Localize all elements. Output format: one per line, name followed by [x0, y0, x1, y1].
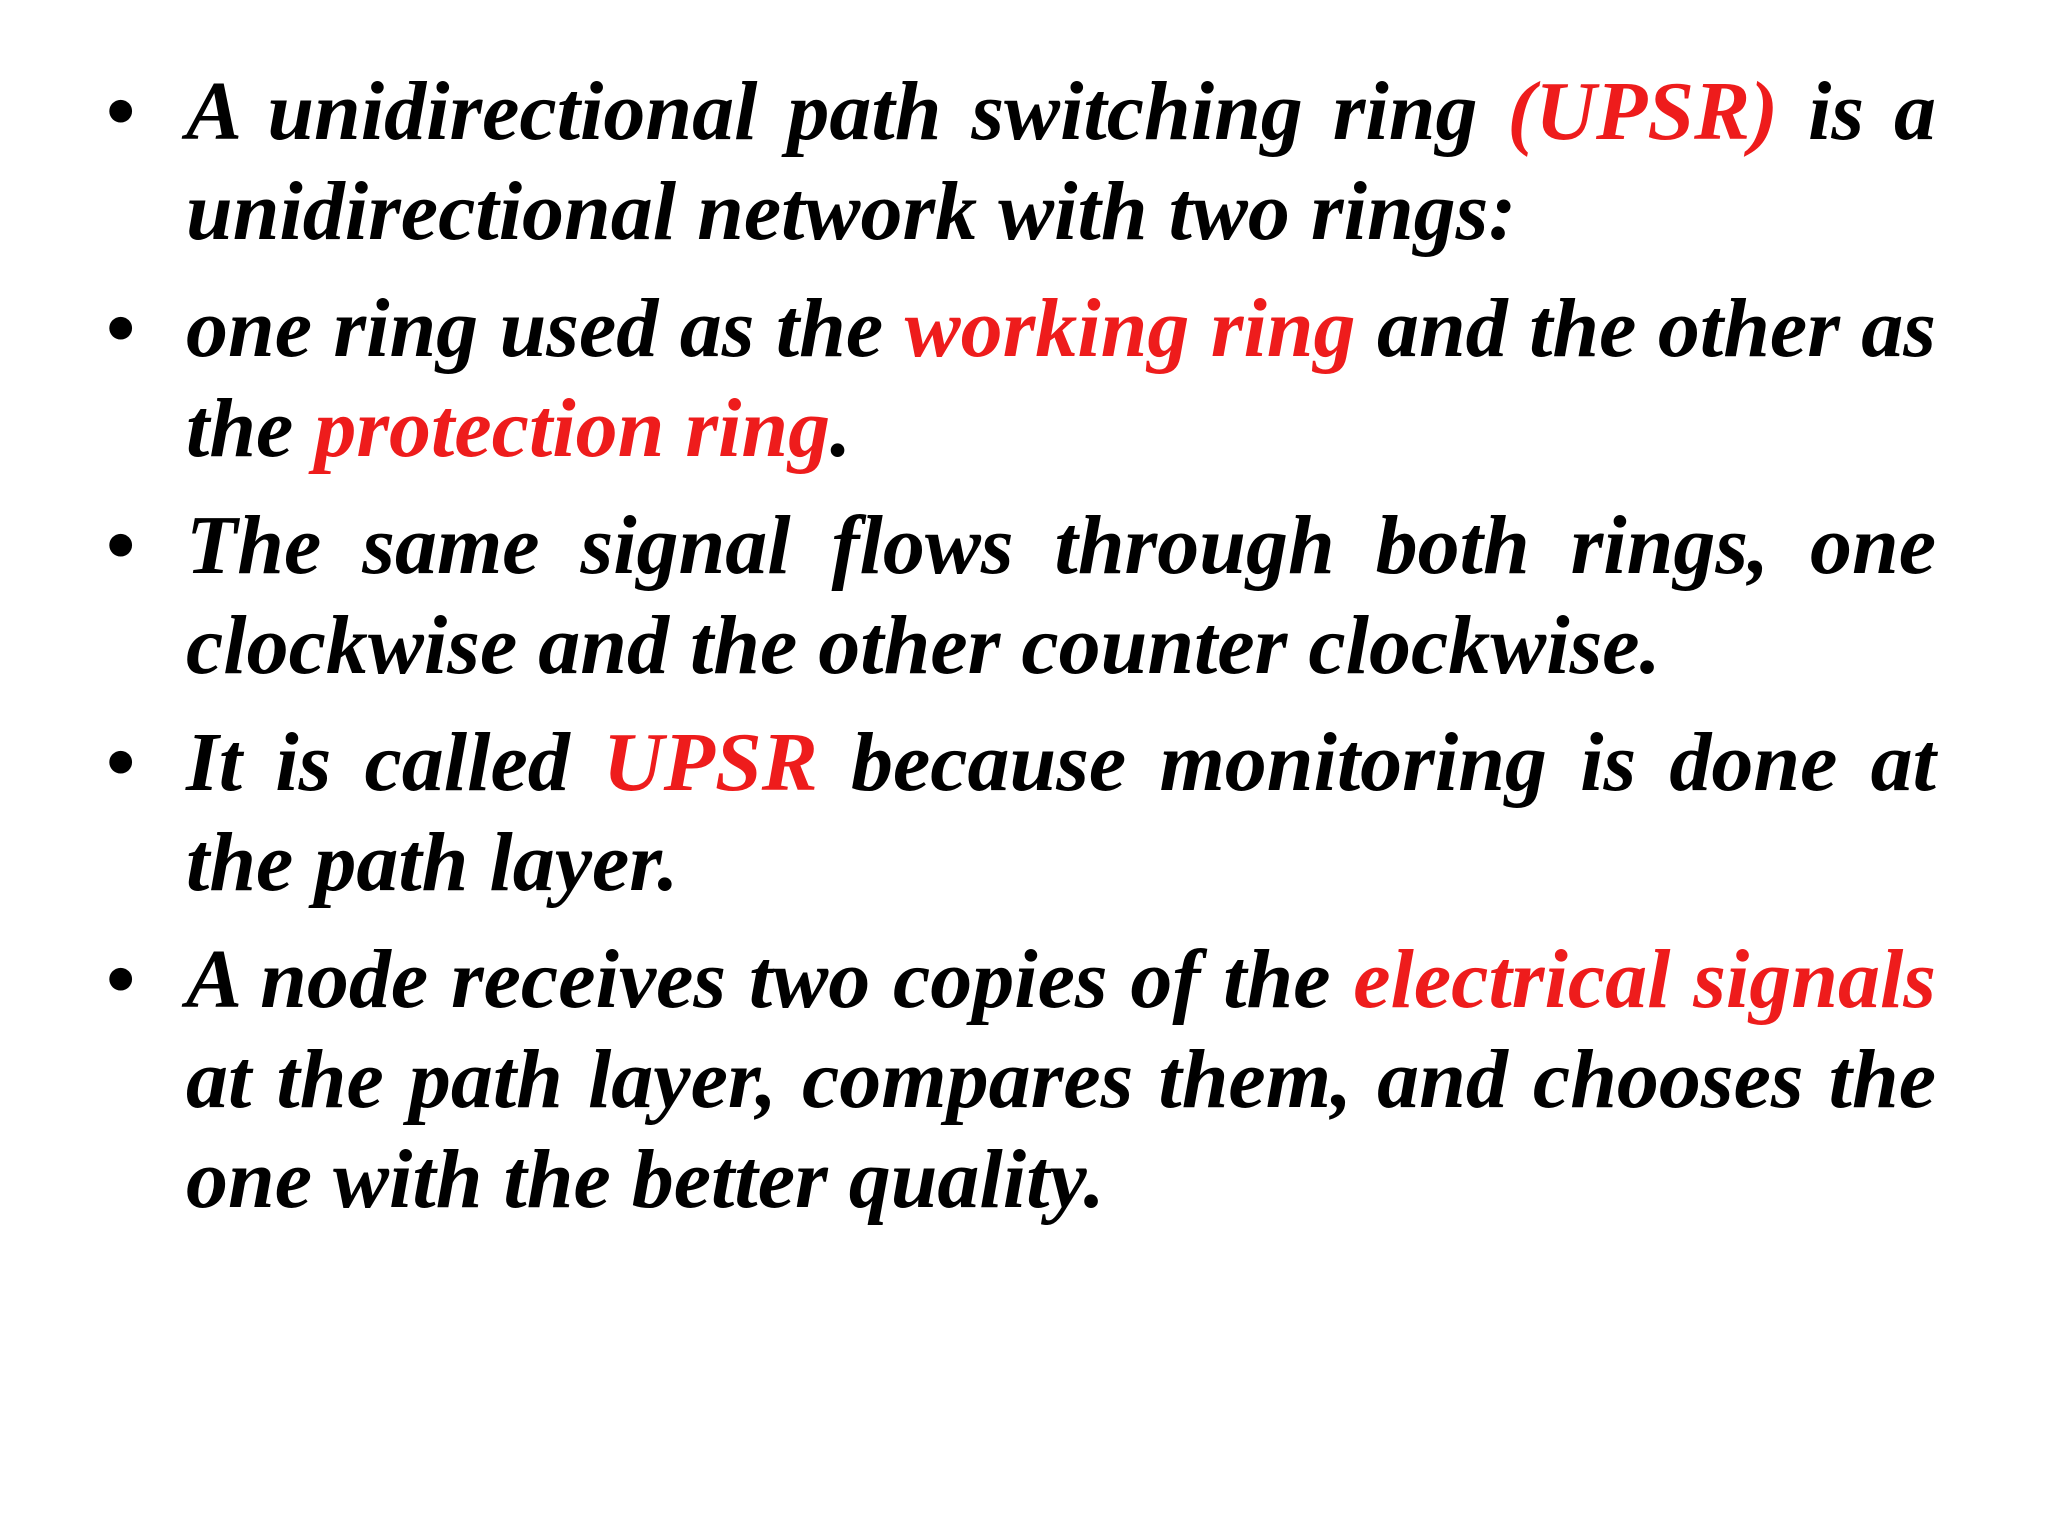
highlighted-term: protection ring: [314, 382, 831, 475]
bullet-item: • A unidirectional path switching ring (U…: [106, 62, 1936, 262]
highlighted-term: (UPSR): [1507, 65, 1779, 158]
bullet-marker: •: [106, 65, 136, 158]
text-segment: .: [830, 382, 852, 475]
text-segment: It is called: [186, 716, 603, 809]
bullet-item: • It is called UPSR because monitoring i…: [106, 713, 1936, 913]
text-segment: and the other as the: [186, 282, 1936, 475]
bullet-item: • A node receives two copies of the elect…: [106, 930, 1936, 1230]
bullet-item: • The same signal flows through both ring…: [106, 496, 1936, 696]
bullet-marker: •: [106, 499, 136, 592]
text-segment: The same signal flows through both rings…: [186, 499, 1936, 692]
bullet-marker: •: [106, 716, 136, 809]
highlighted-term: working ring: [904, 282, 1356, 375]
highlighted-term: electrical signals: [1353, 933, 1936, 1026]
bullet-marker: •: [106, 933, 136, 1026]
bullet-marker: •: [106, 282, 136, 375]
highlighted-term: UPSR: [603, 716, 818, 809]
text-segment: one ring used as the: [186, 282, 905, 375]
text-segment: A node receives two copies of the: [186, 933, 1354, 1026]
bullet-list: • A unidirectional path switching ring (U…: [106, 62, 1936, 1247]
text-segment: A unidirectional path switching ring: [186, 65, 1508, 158]
text-segment: because monitoring is done at the path l…: [186, 716, 1936, 909]
text-segment: at the path layer, compares them, and ch…: [186, 1033, 1936, 1226]
text-segment: is a unidirectional network with two rin…: [186, 65, 1936, 258]
bullet-item: • one ring used as the working ring and t…: [106, 279, 1936, 479]
